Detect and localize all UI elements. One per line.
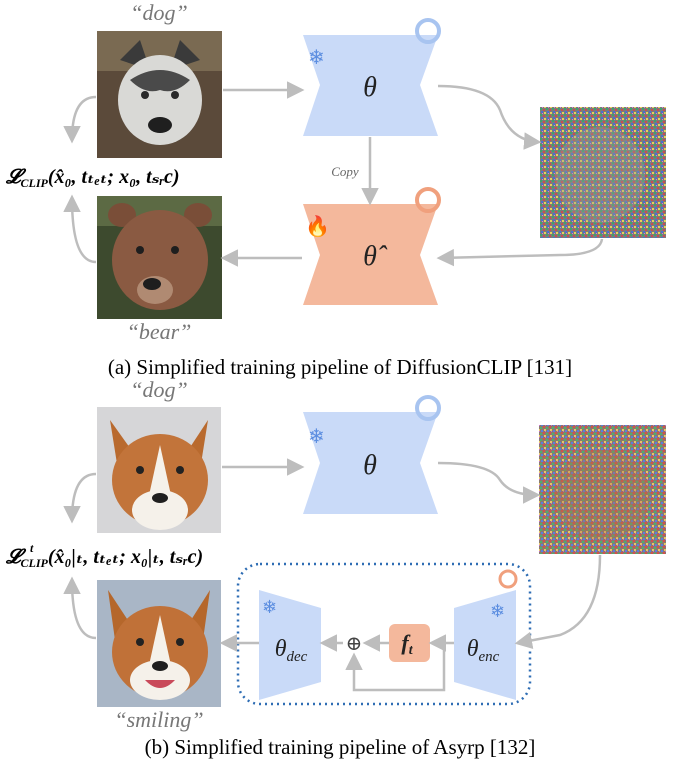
snowflake-icon: ❄ [262, 597, 277, 617]
plus-operator: ⊕ [346, 633, 363, 655]
source-image-a [97, 31, 222, 158]
fire-icon: 🔥 [305, 214, 330, 238]
trained-model-a: 🔥 θ̂ [303, 187, 441, 305]
svg-text:θdec: θdec [275, 636, 308, 665]
target-image-a [97, 196, 222, 319]
caption-a: (a) Simplified training pipeline of Diff… [108, 355, 572, 379]
target-label-a: “bear” [127, 319, 192, 344]
source-image-b [97, 407, 221, 533]
loss-sup-b: t [30, 541, 34, 555]
loss-label-b: 𝓛CLIP(x̂₀|ₜ, tₜₑₜ; x₀|ₜ, tₛᵣc) [5, 546, 203, 570]
svg-text:θ: θ [363, 72, 377, 103]
loss-label-a: 𝓛CLIP(x̂₀, tₜₑₜ; x₀, tₛᵣc) [5, 166, 180, 190]
noisy-image-a [540, 107, 666, 238]
encoder-block: ❄ θenc [454, 590, 516, 700]
snowflake-icon: ❄ [490, 601, 505, 621]
frozen-model-b: ❄ θ [303, 395, 441, 514]
svg-text:θenc: θenc [467, 636, 500, 665]
source-label-a: “dog” [130, 0, 187, 25]
panel-b: “dog” 𝓛CLIP(x̂₀|ₜ, tₜₑₜ; x₀|ₜ, tₛᵣc) t [5, 377, 666, 759]
snowflake-icon: ❄ [308, 426, 325, 448]
svg-text:ft: ft [401, 630, 413, 658]
target-image-b [97, 580, 221, 707]
ft-block: ft [389, 624, 430, 662]
decoder-block: ❄ θdec [259, 590, 321, 700]
target-label-b: “smiling” [114, 707, 203, 732]
frozen-model-a: ❄ θ [303, 18, 441, 136]
caption-b: (b) Simplified training pipeline of Asyr… [145, 735, 536, 759]
snowflake-icon: ❄ [308, 47, 325, 69]
panel-a: “dog” 𝓛CLIP(x̂₀, tₜₑₜ; x₀, tₛᵣc) [5, 0, 666, 379]
source-label-b: “dog” [130, 377, 187, 402]
noisy-image-b [539, 425, 666, 554]
copy-label: Copy [331, 164, 359, 179]
svg-text:θ: θ [363, 450, 377, 481]
